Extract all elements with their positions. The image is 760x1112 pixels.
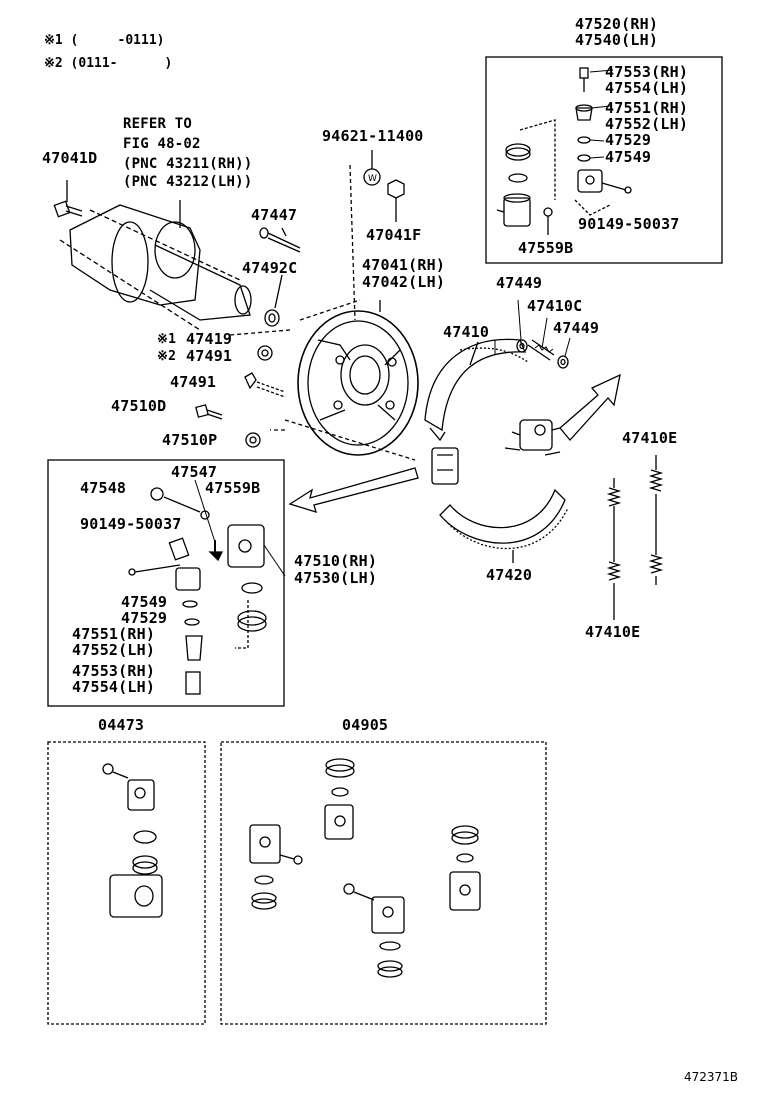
- adjuster-47410c: [527, 339, 555, 361]
- plug-47419: [257, 345, 273, 361]
- label-94621: 94621-11400: [322, 127, 424, 145]
- label-47549-top: 47549: [605, 148, 652, 166]
- arrow-left: [288, 467, 419, 513]
- label-47529-top: 47529: [605, 131, 652, 149]
- kit-04473-box: [47, 741, 206, 1025]
- note-1: ※1 ( -0111): [44, 33, 165, 48]
- kit-04905-parts: [249, 758, 481, 978]
- label-47419: 47419: [186, 330, 233, 348]
- label-47410c: 47410C: [527, 297, 583, 315]
- label-47410e-bot: 47410E: [585, 623, 641, 641]
- wheel-cylinder-rh-box: [485, 56, 723, 264]
- label-04473: 04473: [98, 716, 145, 734]
- label-47420: 47420: [486, 566, 533, 584]
- refer-line-2: FIG 48-02: [123, 136, 201, 152]
- label-leaders: [194, 69, 614, 577]
- axle-housing: [59, 200, 252, 331]
- label-47041f: 47041F: [366, 226, 422, 244]
- washer-94621: W: [363, 150, 381, 186]
- label-47449-a: 47449: [496, 274, 543, 292]
- label-47553-bot: 47553(RH): [72, 662, 156, 680]
- label-47410: 47410: [443, 323, 490, 341]
- washer-47510p: [245, 432, 261, 448]
- spring-47449-b: [557, 355, 569, 369]
- wheel-cylinder-assembled: [504, 419, 561, 456]
- cup-47492c: [264, 274, 283, 327]
- figure-code: 472371B: [684, 1070, 739, 1084]
- label-47548: 47548: [80, 479, 127, 497]
- label-47529-bot: 47529: [121, 609, 168, 627]
- plate-leader-lines: [229, 164, 361, 431]
- bolt-47041d: [53, 180, 83, 218]
- label-47554-bot: 47554(LH): [72, 678, 156, 696]
- refer-line-3: (PNC 43211(RH)): [123, 156, 253, 172]
- label-47552-top: 47552(LH): [605, 115, 689, 133]
- kit-04473-parts: [102, 763, 163, 918]
- label-47410e-top: 47410E: [622, 429, 678, 447]
- brake-shoe-47420: [431, 447, 569, 563]
- brake-shoe-47410: [424, 338, 529, 442]
- label-47551-bot: 47551(RH): [72, 625, 156, 643]
- label-47559b-top: 47559B: [518, 239, 574, 257]
- refer-line-4: (PNC 43212(LH)): [123, 174, 253, 190]
- label-47449-b: 47449: [553, 319, 600, 337]
- label-47510d: 47510D: [111, 397, 167, 415]
- kit-04905-box: [220, 741, 547, 1025]
- label-47554-top: 47554(LH): [605, 79, 689, 97]
- wheel-cylinder-lh-box: [47, 459, 285, 707]
- label-47491-b: 47491: [170, 373, 217, 391]
- label-47042lh: 47042(LH): [362, 273, 446, 291]
- label-47547: 47547: [171, 463, 218, 481]
- label-47492c: 47492C: [242, 259, 298, 277]
- label-90149-bot: 90149-50037: [80, 515, 182, 533]
- spring-47449-a: [516, 339, 528, 353]
- bolt-47510d: [195, 404, 223, 420]
- diag-leader: [284, 419, 416, 461]
- pin-47447: [259, 227, 301, 253]
- spring-47410e-b: [606, 478, 622, 620]
- label-47559b-bot: 47559B: [205, 479, 261, 497]
- note-2: ※2 (0111- ): [44, 56, 173, 71]
- plug-47491: [244, 372, 286, 398]
- refer-line-1: REFER TO: [123, 116, 193, 132]
- label-47447: 47447: [251, 206, 298, 224]
- arrow-up-right: [559, 373, 621, 441]
- label-47540: 47540(LH): [575, 31, 659, 49]
- label-47491-a: 47491: [186, 347, 233, 365]
- label-47552-bot: 47552(LH): [72, 641, 156, 659]
- label-47041rh: 47041(RH): [362, 256, 446, 274]
- mark-1: ※1: [157, 332, 177, 347]
- mark-2: ※2: [157, 349, 177, 364]
- label-47520: 47520(RH): [575, 15, 659, 33]
- backing-plate: [297, 300, 419, 456]
- nut-47041f: [387, 179, 405, 222]
- label-47530lh: 47530(LH): [294, 569, 378, 587]
- spring-47410e-a: [648, 455, 664, 585]
- svg-text:W: W: [368, 174, 377, 184]
- label-47553-top: 47553(RH): [605, 63, 689, 81]
- label-90149-top: 90149-50037: [578, 215, 680, 233]
- label-47510p: 47510P: [162, 431, 218, 449]
- label-47551-top: 47551(RH): [605, 99, 689, 117]
- wheel-cylinder-exploded-lh: [128, 487, 267, 695]
- label-47041d: 47041D: [42, 149, 98, 167]
- label-47549-bot: 47549: [121, 593, 168, 611]
- label-47510rh: 47510(RH): [294, 552, 378, 570]
- label-04905: 04905: [342, 716, 389, 734]
